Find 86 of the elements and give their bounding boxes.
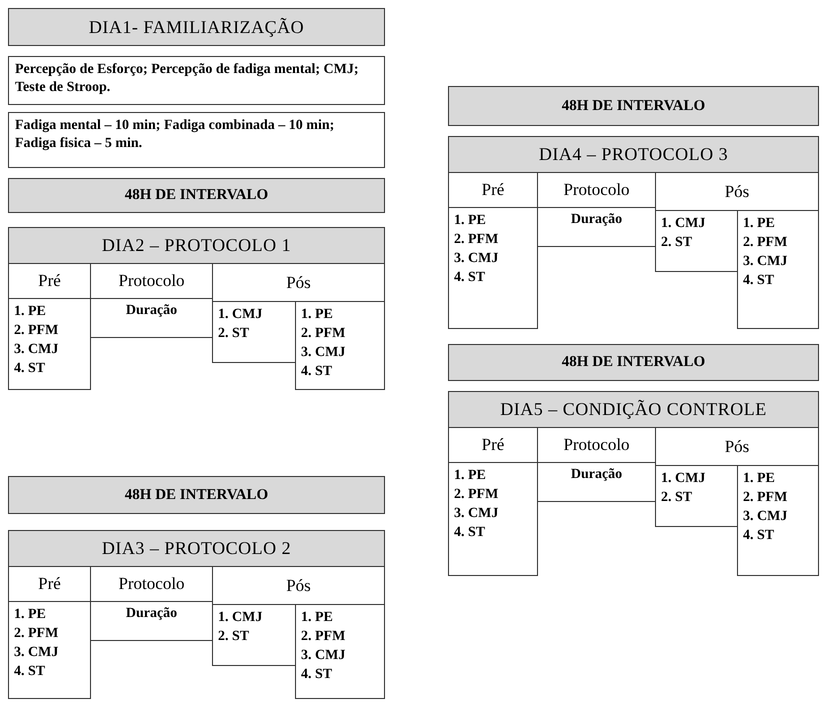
column-heading: Protocolo bbox=[118, 271, 185, 291]
list-item: 4. ST bbox=[14, 360, 46, 378]
text-box bbox=[8, 56, 385, 105]
list-item: 4. ST bbox=[301, 666, 334, 684]
list-item: 4. ST bbox=[454, 524, 486, 542]
list-item: 2. ST bbox=[661, 234, 694, 252]
day-title: DIA2 – PROTOCOLO 1 bbox=[102, 235, 292, 256]
list-item: 3. CMJ bbox=[14, 341, 60, 359]
header-band bbox=[8, 530, 385, 567]
list-item: 3. CMJ bbox=[301, 344, 346, 362]
column-heading: Protocolo bbox=[563, 435, 630, 455]
interval-label: 48H DE INTERVALO bbox=[562, 354, 706, 371]
list-item: 4. ST bbox=[743, 527, 776, 545]
list-item: 1. CMJ bbox=[661, 470, 706, 488]
list-item: 2. PFM bbox=[14, 625, 60, 643]
list-item: 3. CMJ bbox=[301, 647, 346, 665]
header-band bbox=[8, 227, 385, 264]
list-item: 3. CMJ bbox=[454, 250, 500, 268]
list-item: 2. PFM bbox=[743, 234, 788, 252]
list-item: 1. CMJ bbox=[661, 215, 706, 233]
list-item: 2. ST bbox=[661, 489, 694, 507]
list-item: 2. PFM bbox=[301, 628, 346, 646]
list-item: 1. CMJ bbox=[218, 306, 264, 324]
column-heading: Pós bbox=[724, 436, 750, 456]
column-heading: Pré bbox=[38, 271, 61, 291]
list-item: 4. ST bbox=[454, 269, 486, 287]
description-text: Percepção de Esforço; Percepção de fadiga mental; CMJ; Teste de Stroop. bbox=[15, 61, 360, 97]
list-item: 2. PFM bbox=[301, 325, 346, 343]
table-cell bbox=[737, 210, 819, 329]
table-cell bbox=[8, 298, 91, 390]
list-item: 3. CMJ bbox=[743, 508, 788, 526]
table-cell bbox=[295, 604, 385, 699]
header-band bbox=[8, 8, 385, 46]
day-title: DIA4 – PROTOCOLO 3 bbox=[538, 144, 728, 165]
interval-band bbox=[448, 86, 819, 126]
text-box bbox=[8, 112, 385, 168]
column-heading: Pré bbox=[482, 435, 504, 455]
interval-band bbox=[8, 178, 385, 213]
list-item: 2. PFM bbox=[454, 486, 500, 504]
cell-text: Duração bbox=[126, 606, 178, 621]
list-item: 2. PFM bbox=[454, 231, 500, 249]
list-item: 2. PFM bbox=[743, 489, 788, 507]
list-item: 3. CMJ bbox=[14, 644, 60, 662]
list-item: 1. PE bbox=[454, 467, 487, 485]
interval-label: 48H DE INTERVALO bbox=[124, 187, 268, 204]
list-item: 1. PE bbox=[743, 215, 776, 233]
list-item: 1. PE bbox=[14, 303, 47, 321]
day-title: DIA3 – PROTOCOLO 2 bbox=[102, 538, 292, 559]
list-item: 1. PE bbox=[743, 470, 776, 488]
list-item: 2. ST bbox=[218, 628, 250, 646]
table-cell bbox=[448, 207, 538, 329]
column-heading: Pós bbox=[286, 272, 311, 292]
column-heading: Pré bbox=[38, 574, 61, 594]
header-band bbox=[448, 391, 819, 428]
table-cell bbox=[295, 301, 385, 390]
day-title: DIA1- FAMILIARIZAÇÃO bbox=[88, 16, 304, 38]
column-heading: Protocolo bbox=[118, 574, 185, 594]
list-item: 1. PE bbox=[454, 212, 487, 230]
list-item: 1. PE bbox=[301, 609, 334, 627]
description-text: Fadiga mental – 10 min; Fadiga combinada – 10 min; Fadiga fisica – 5 min. bbox=[15, 117, 336, 153]
interval-band bbox=[8, 476, 385, 514]
column-heading: Pós bbox=[724, 182, 750, 202]
list-item: 4. ST bbox=[301, 363, 334, 381]
list-item: 3. CMJ bbox=[743, 253, 788, 271]
list-item: 1. CMJ bbox=[218, 609, 264, 627]
list-item: 1. PE bbox=[301, 306, 334, 324]
cell-text: Duração bbox=[126, 303, 178, 318]
table-cell bbox=[8, 601, 91, 699]
header-band bbox=[448, 136, 819, 173]
list-item: 4. ST bbox=[743, 272, 776, 290]
interval-label: 48H DE INTERVALO bbox=[562, 98, 706, 114]
interval-label: 48H DE INTERVALO bbox=[124, 486, 268, 504]
table-cell bbox=[737, 465, 819, 576]
list-item: 2. ST bbox=[218, 325, 250, 343]
column-heading: Pré bbox=[482, 180, 504, 200]
column-heading: Protocolo bbox=[563, 180, 630, 200]
day-title: DIA5 – CONDIÇÃO CONTROLE bbox=[500, 399, 767, 420]
list-item: 1. PE bbox=[14, 606, 47, 624]
list-item: 3. CMJ bbox=[454, 505, 500, 523]
table-cell bbox=[448, 462, 538, 576]
interval-band bbox=[448, 344, 819, 381]
list-item: 2. PFM bbox=[14, 322, 60, 340]
cell-text: Duração bbox=[570, 467, 622, 482]
cell-text: Duração bbox=[570, 212, 622, 227]
column-heading: Pós bbox=[286, 576, 311, 596]
list-item: 4. ST bbox=[14, 663, 46, 681]
